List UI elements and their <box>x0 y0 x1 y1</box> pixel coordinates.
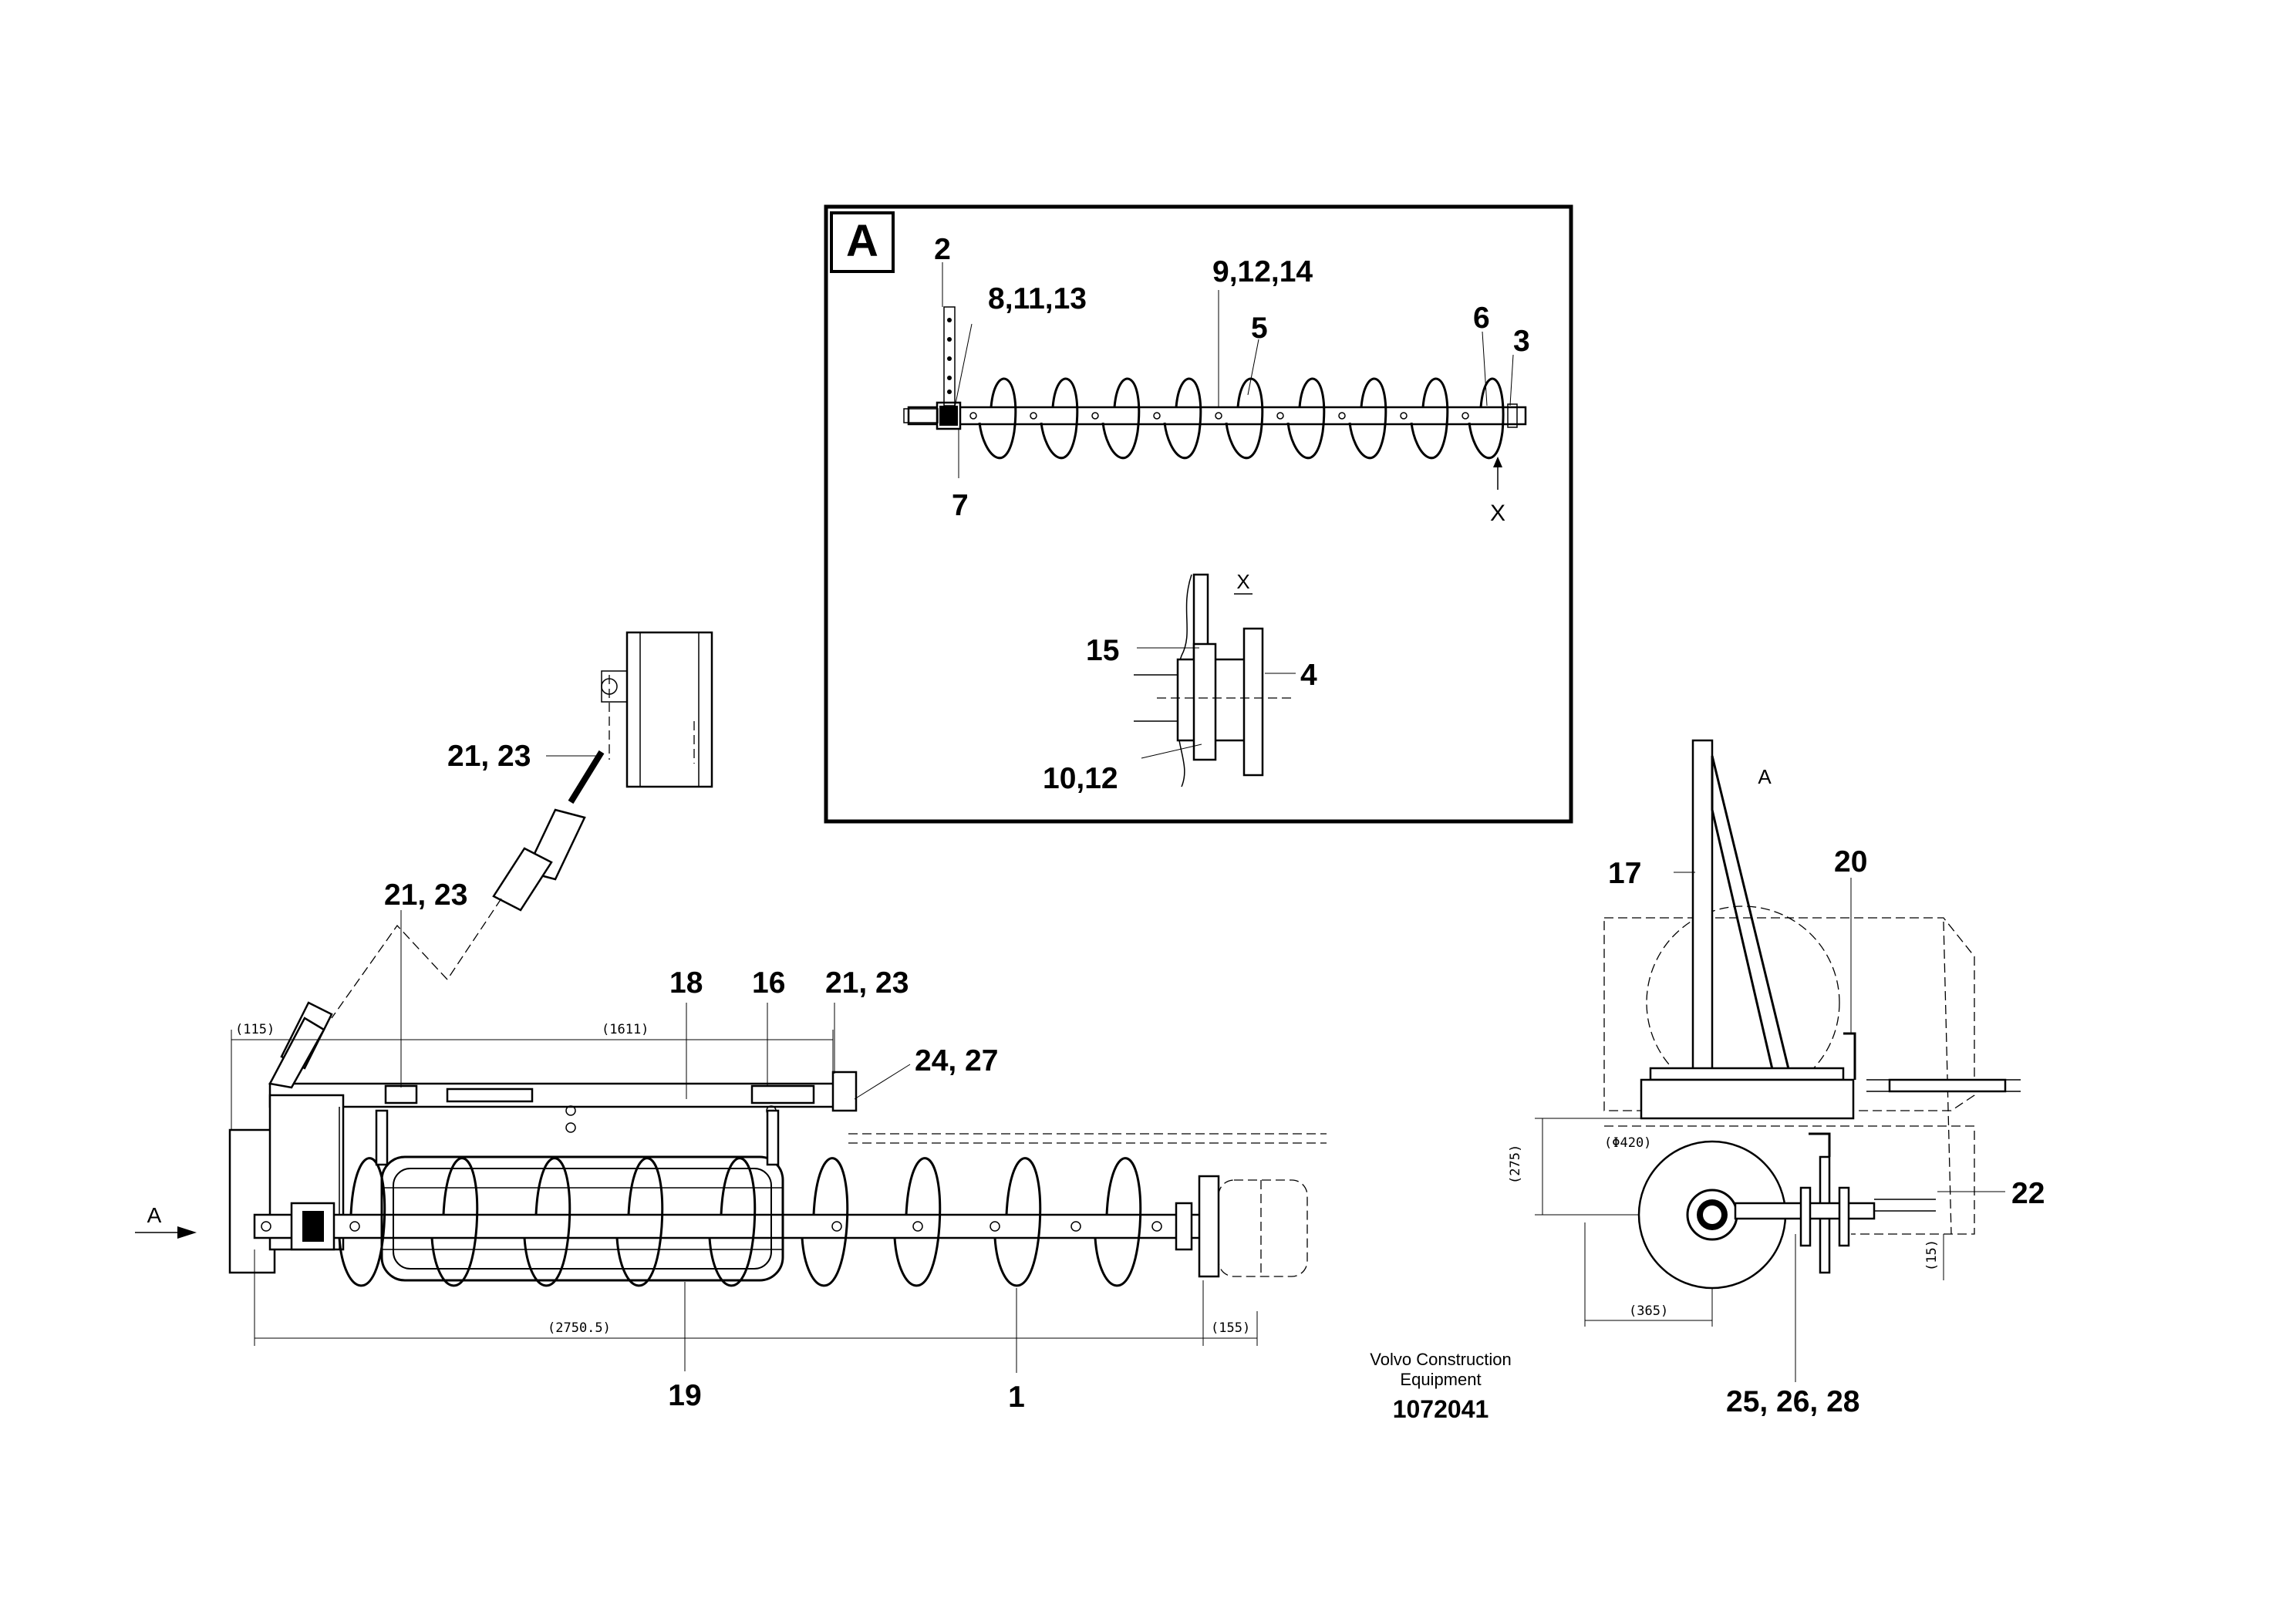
detail-label-a: A <box>846 216 878 266</box>
svg-text:(365): (365) <box>1629 1303 1668 1319</box>
svg-text:X: X <box>1236 570 1249 593</box>
document-number: 1072041 <box>1393 1395 1489 1423</box>
upper-mount-bracket <box>601 631 713 788</box>
company-name-line2: Equipment <box>1400 1370 1481 1389</box>
svg-text:(275): (275) <box>1508 1145 1523 1184</box>
detail-view-a: A <box>824 204 1573 824</box>
svg-text:(Φ420): (Φ420) <box>1604 1135 1651 1151</box>
end-leaders <box>1674 872 2005 1382</box>
callout-7: 7 <box>952 489 969 522</box>
callout-17: 17 <box>1608 857 1641 890</box>
view-a-arrow: A <box>135 1203 197 1239</box>
callout-2: 2 <box>934 233 951 266</box>
svg-text:X: X <box>1490 501 1505 526</box>
svg-text:(15): (15) <box>1924 1239 1940 1271</box>
svg-text:(1611): (1611) <box>602 1022 649 1037</box>
callout-20: 20 <box>1834 845 1867 878</box>
footer: Volvo Construction Equipment 1072041 <box>1370 1350 1511 1423</box>
callout-8-11-13: 8,11,13 <box>988 282 1087 315</box>
callout-5: 5 <box>1251 312 1268 345</box>
svg-text:(155): (155) <box>1211 1320 1250 1336</box>
callout-15: 15 <box>1086 634 1119 667</box>
end-view: A (275) (Φ42 <box>1508 739 2045 1418</box>
auger-flights-detail <box>969 377 1518 460</box>
callout-25-26-28: 25, 26, 28 <box>1726 1385 1859 1418</box>
callout-6: 6 <box>1473 302 1490 335</box>
callout-9-12-14: 9,12,14 <box>1212 255 1313 288</box>
dimensions-main: (115) (1611) (2750.5) (155) <box>231 1022 1258 1346</box>
callout-21-23-right: 21, 23 <box>825 966 909 1000</box>
svg-text:A: A <box>147 1203 162 1227</box>
callout-10-12: 10,12 <box>1043 762 1118 795</box>
callout-24-27: 24, 27 <box>915 1044 998 1077</box>
section-x: X <box>1134 570 1296 787</box>
svg-text:A: A <box>1758 765 1772 788</box>
callout-3: 3 <box>1513 325 1530 358</box>
main-leaders <box>400 755 1017 1373</box>
callout-21-23-left: 21, 23 <box>384 878 467 912</box>
callout-16: 16 <box>752 966 785 1000</box>
detail-leaders <box>942 262 1514 759</box>
callout-1: 1 <box>1008 1381 1025 1414</box>
drive-motor <box>1198 1175 1308 1278</box>
callout-4: 4 <box>1300 659 1317 692</box>
auger-shaft-detail <box>903 306 1527 430</box>
svg-text:(115): (115) <box>235 1022 275 1037</box>
callout-21-23-upper: 21, 23 <box>447 740 531 773</box>
auger-guard <box>375 1109 784 1282</box>
dimensions-end: (275) (Φ420) (365) (15) <box>1508 1118 1944 1327</box>
frame-beam <box>228 1071 1327 1274</box>
callout-22: 22 <box>2011 1177 2045 1210</box>
callout-19: 19 <box>668 1379 701 1412</box>
svg-text:(2750.5): (2750.5) <box>548 1320 611 1336</box>
company-name-line1: Volvo Construction <box>1370 1350 1511 1369</box>
callout-18: 18 <box>669 966 703 1000</box>
auger-flights <box>338 1157 1142 1287</box>
main-side-view: A (115) (1611) (2750.5) (155) <box>135 631 1327 1414</box>
auger-shaft <box>253 1202 1205 1251</box>
view-x-arrow: X <box>1490 457 1505 526</box>
